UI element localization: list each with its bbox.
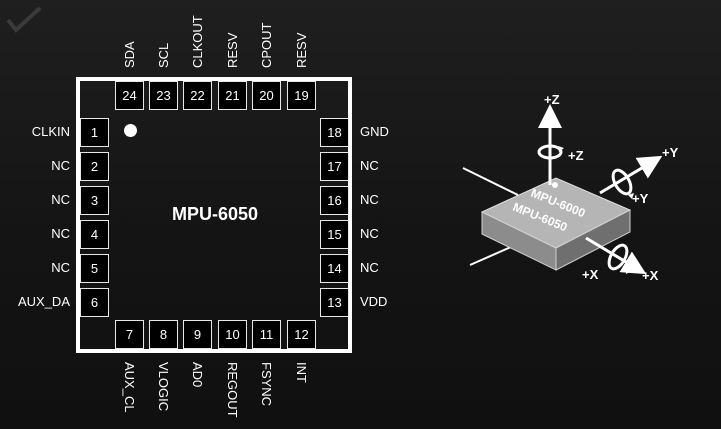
pin-pad-5: 5 [80, 254, 109, 283]
pin-label-6: AUX_DA [17, 294, 70, 309]
pin-label-8: VLOGIC [156, 362, 171, 412]
pin-pad-20: 20 [252, 81, 281, 110]
pin-pad-9: 9 [183, 320, 212, 349]
pin-label-7: AUX_CL [122, 362, 137, 413]
pin-label-10: REGOUT [225, 362, 240, 418]
origin-dot [552, 182, 558, 188]
x-rotation-arrow [607, 243, 629, 271]
pin-pad-4: 4 [80, 220, 109, 249]
pin-label-15: NC [360, 226, 379, 241]
pin-label-2: NC [51, 158, 70, 173]
z-axis-label: +Z [544, 92, 560, 107]
pin-pad-21: 21 [218, 81, 247, 110]
package-right-face [555, 209, 631, 271]
pin1-indicator-dot [124, 124, 137, 137]
pin-label-12: INT [294, 362, 309, 383]
pin-label-9: AD0 [190, 362, 205, 388]
pin-pad-24: 24 [115, 81, 144, 110]
pin-pad-23: 23 [149, 81, 178, 110]
pin-pad-7: 7 [115, 320, 144, 349]
pin-label-11: FSYNC [259, 362, 274, 407]
pin-label-13: VDD [360, 294, 388, 309]
pin-label-16: NC [360, 192, 379, 207]
pin-pad-22: 22 [183, 81, 212, 110]
pin-label-14: NC [360, 260, 379, 275]
z-rotation-label: +Z [568, 148, 584, 163]
pin-pad-10: 10 [218, 320, 247, 349]
pin-label-5: NC [51, 260, 70, 275]
pin-pad-13: 13 [320, 288, 349, 317]
z-rotation-arrow [537, 144, 563, 160]
pin-pad-14: 14 [320, 254, 349, 283]
pin-pad-15: 15 [320, 220, 349, 249]
y-rotation-arrow [611, 168, 633, 196]
pin-label-3: NC [51, 192, 70, 207]
pin-pad-16: 16 [320, 186, 349, 215]
pin-pad-12: 12 [287, 320, 316, 349]
pin-pad-11: 11 [252, 320, 281, 349]
chip-package-outline [76, 77, 352, 353]
pin-pad-18: 18 [320, 118, 349, 147]
y-rotation-label: +Y [632, 191, 649, 206]
pin-pad-17: 17 [320, 152, 349, 181]
y-axis-label: +Y [662, 145, 679, 160]
corner-check-mark [6, 6, 42, 33]
pin-pad-3: 3 [80, 186, 109, 215]
x-rotation-label: +X [642, 268, 659, 283]
pin-label-18: GND [360, 124, 389, 139]
x-axis-label: +X [582, 267, 599, 282]
pin-pad-19: 19 [287, 81, 316, 110]
pin-label-17: NC [360, 158, 379, 173]
pin-label-4: NC [51, 226, 70, 241]
pin-pad-1: 1 [80, 118, 109, 147]
x-axis-back-line [462, 167, 519, 196]
pin-pad-8: 8 [149, 320, 178, 349]
pin-pad-6: 6 [80, 288, 109, 317]
pin-pad-2: 2 [80, 152, 109, 181]
pin-label-1: CLKIN [31, 124, 70, 139]
chip-title: MPU-6050 [171, 204, 259, 224]
